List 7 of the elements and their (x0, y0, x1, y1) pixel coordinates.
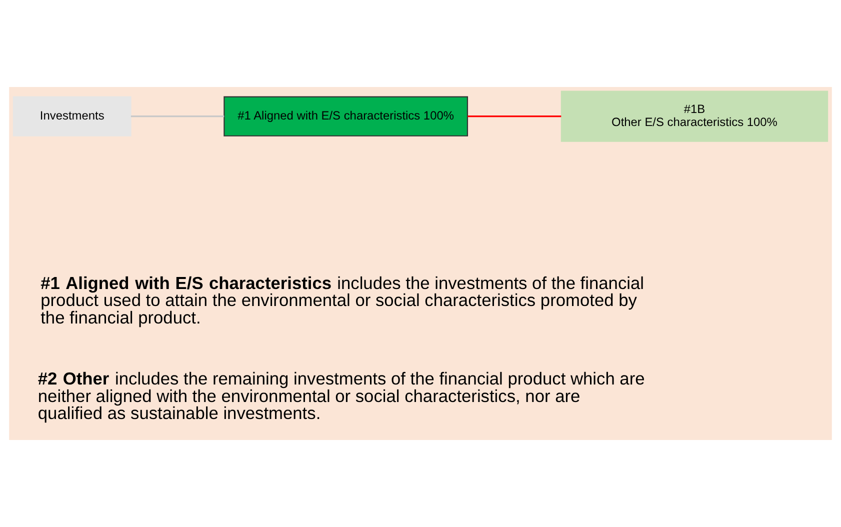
node-box: #1 Aligned with E/S characteristics 100% (224, 96, 468, 136)
node-box: #1B Other E/S characteristics 100% (560, 90, 828, 142)
label: #1 Aligned with E/S characteristics includes the investments of the financial product used to attain the environmental or social characteristics promoted by the financial product. (40, 272, 644, 328)
node-box: Investments (12, 96, 132, 136)
label: #2 Other includes the remaining investments of the financial product which are neither aligned with the environmental or social characteristics, nor are qualified as sustainable investments. (38, 368, 645, 424)
connector (130, 116, 224, 118)
connector (468, 116, 562, 118)
